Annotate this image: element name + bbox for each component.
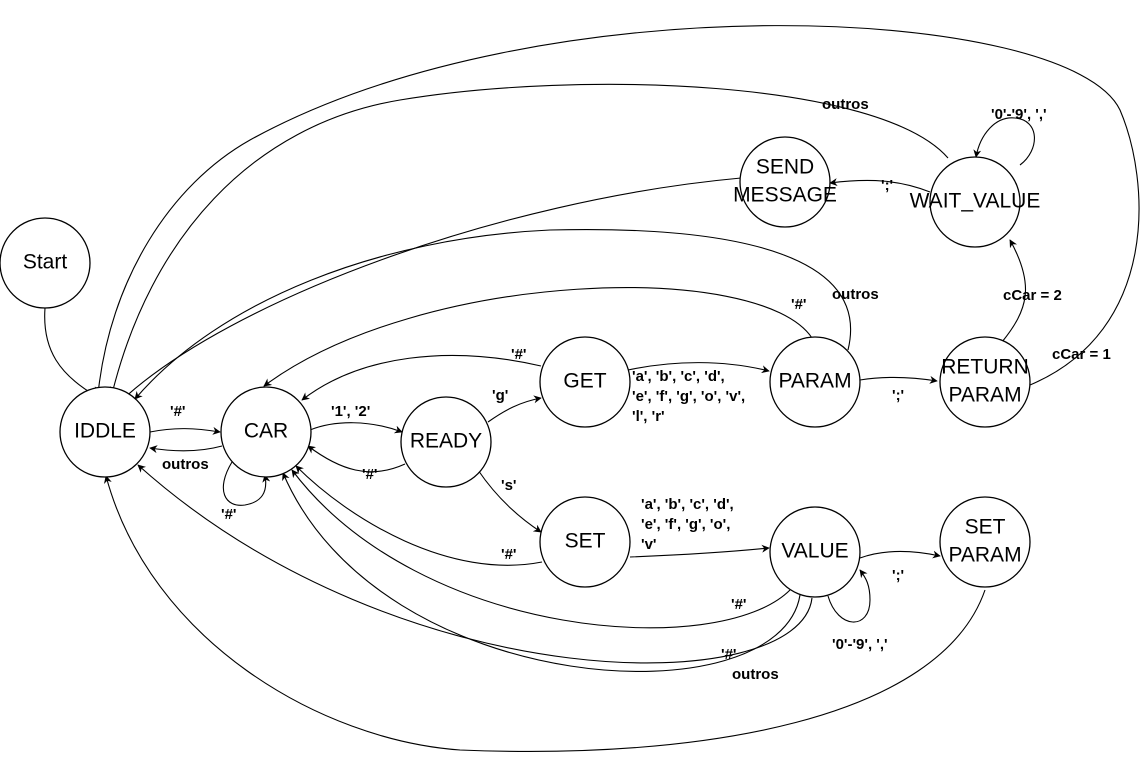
state-set: SET (539, 496, 631, 588)
edge-iddle-car-hash (149, 426, 221, 435)
edge-return-iddle-ccar1 (94, 25, 1140, 395)
label-get-car-hash: '#' (511, 346, 526, 363)
label-get-param-line1: 'a', 'b', 'c', 'd', (632, 368, 725, 385)
state-wait-value-label: WAIT_VALUE (910, 190, 1041, 213)
label-get-param-line2: 'e', 'f', 'g', 'o', 'v', (632, 388, 745, 405)
edge-start-iddle (44, 307, 97, 397)
state-value-label: VALUE (781, 540, 848, 563)
label-car-self-hash: '#' (221, 506, 236, 523)
edge-setparam-iddle (104, 475, 986, 752)
state-iddle: IDDLE (59, 386, 151, 478)
label-wait-send: ';' (881, 177, 893, 194)
label-value-car-hash-1: '#' (731, 596, 746, 613)
state-ready-label: READY (410, 430, 482, 453)
transition-labels: '#' outros '#' '1', '2' '#' 'g' 's' '#' … (162, 96, 1111, 683)
label-param-return: ';' (892, 387, 904, 404)
transitions (44, 25, 1140, 752)
label-value-setparam: ';' (892, 567, 904, 584)
edge-ready-set (477, 469, 542, 533)
label-ready-set: 's' (501, 477, 516, 494)
edge-value-self (827, 569, 871, 623)
state-car: CAR (220, 386, 312, 478)
edge-get-car-hash (301, 354, 542, 401)
edge-param-car-hash (263, 287, 813, 387)
label-value-car-hash-2: '#' (721, 646, 736, 663)
label-ready-get: 'g' (492, 387, 508, 404)
edge-set-car-hash (295, 465, 543, 566)
state-iddle-label: IDDLE (74, 420, 136, 443)
label-set-value-line2: 'e', 'f', 'g', 'o', (641, 516, 730, 533)
edge-param-iddle-outros (134, 229, 852, 400)
state-set-param: SET PARAM (939, 496, 1031, 588)
edge-value-iddle-outros (137, 464, 813, 664)
label-get-param-line3: 'l', 'r' (632, 408, 665, 425)
state-param: PARAM (769, 336, 861, 428)
label-value-iddle-outros: outros (732, 666, 779, 683)
edge-return-wait-ccar2 (1001, 239, 1027, 343)
state-send-message-line2: MESSAGE (733, 184, 837, 207)
edge-wait-send (829, 178, 931, 193)
label-set-car-hash: '#' (501, 546, 516, 563)
state-wait-value: WAIT_VALUE (910, 156, 1041, 248)
edge-ready-car-hash (307, 445, 406, 473)
state-return-param: RETURN PARAM (939, 336, 1031, 428)
label-iddle-car-hash: '#' (170, 403, 185, 420)
edge-car-ready (309, 422, 403, 434)
edge-value-car-hash-1 (291, 469, 791, 629)
edge-wait-iddle-outros (109, 83, 949, 395)
edge-ready-get (487, 395, 542, 423)
label-set-value-line3: 'v' (641, 536, 656, 553)
edge-value-setparam (859, 550, 941, 559)
label-return-wait-ccar2: cCar = 2 (1003, 287, 1062, 304)
label-value-self: '0'-'9', ',' (832, 636, 888, 653)
edge-param-return (859, 375, 938, 384)
state-start: Start (0, 217, 91, 309)
state-start-label: Start (23, 251, 68, 274)
state-send-message-line1: SEND (756, 156, 814, 179)
state-car-label: CAR (244, 420, 288, 443)
label-set-value-line1: 'a', 'b', 'c', 'd', (641, 496, 734, 513)
edge-car-iddle-outros (149, 445, 223, 454)
state-value: VALUE (769, 506, 861, 598)
state-send-message: SEND MESSAGE (733, 136, 837, 228)
state-set-param-line1: SET (965, 516, 1006, 539)
state-return-param-line2: PARAM (948, 384, 1021, 407)
label-param-iddle-outros: outros (832, 286, 879, 303)
label-car-ready: '1', '2' (331, 403, 370, 420)
edge-value-car-hash-2 (282, 472, 801, 672)
label-wait-iddle-outros: outros (822, 96, 869, 113)
label-return-iddle-ccar1: cCar = 1 (1052, 346, 1111, 363)
state-return-param-line1: RETURN (941, 356, 1029, 379)
state-get-label: GET (563, 370, 606, 393)
edge-wait-self (973, 117, 1035, 166)
state-set-label: SET (565, 530, 606, 553)
state-get: GET (539, 336, 631, 428)
label-param-car-hash: '#' (791, 296, 806, 313)
state-ready: READY (400, 396, 492, 488)
label-car-iddle-outros: outros (162, 456, 209, 473)
label-wait-self: '0'-'9', ',' (991, 106, 1047, 123)
edge-get-param (627, 362, 770, 374)
label-ready-car-hash: '#' (362, 466, 377, 483)
edge-car-self-hash (222, 461, 271, 506)
edge-set-value (629, 544, 770, 558)
edge-send-iddle (121, 177, 742, 401)
state-set-param-line2: PARAM (948, 544, 1021, 567)
state-param-label: PARAM (778, 370, 851, 393)
